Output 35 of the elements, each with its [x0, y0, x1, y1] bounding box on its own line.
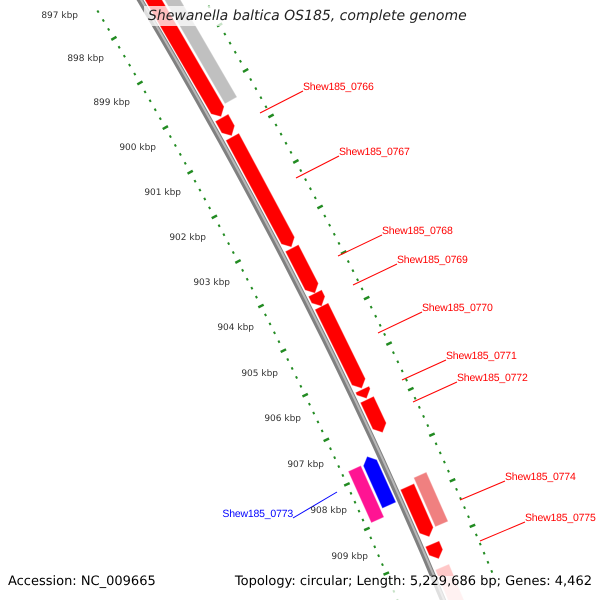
position-label: 904 kbp: [217, 323, 254, 334]
position-label: 905 kbp: [241, 369, 278, 380]
position-label: 902 kbp: [169, 233, 206, 244]
leader-line: [412, 382, 458, 402]
position-label: 901 kbp: [144, 188, 181, 199]
leader-line: [378, 312, 422, 334]
gene-label: Shew185_0772: [457, 371, 528, 385]
position-label: 900 kbp: [119, 143, 156, 154]
leader-line: [260, 90, 304, 114]
gene-label: Shew185_0773: [222, 507, 293, 521]
leader-line: [292, 492, 338, 518]
gene-label: Shew185_0770: [422, 301, 493, 315]
accession-text: Accession: NC_009665: [8, 573, 156, 591]
leader-line: [402, 360, 446, 380]
leader-line: [480, 522, 526, 542]
position-label: 909 kbp: [331, 552, 368, 563]
gene-label: Shew185_0774: [505, 470, 576, 484]
gene-label: Shew185_0769: [397, 253, 468, 267]
gene-label: Shew185_0768: [382, 224, 453, 238]
position-label: 908 kbp: [310, 506, 347, 517]
gene-label: Shew185_0771: [446, 349, 517, 363]
leader-line: [460, 480, 506, 500]
gene-label: Shew185_0775: [525, 511, 596, 525]
position-label: 906 kbp: [264, 414, 301, 425]
genome-info-text: Topology: circular; Length: 5,229,686 bp; Genes: 4,462: [234, 573, 592, 591]
position-label: 897 kbp: [41, 11, 78, 22]
leader-line: [352, 264, 398, 286]
leader-line: [338, 234, 382, 256]
gene-label: Shew185_0767: [339, 145, 410, 159]
position-label: 907 kbp: [287, 460, 324, 471]
position-label: 898 kbp: [67, 54, 104, 65]
gene-label: Shew185_0766: [303, 80, 374, 94]
position-label: 903 kbp: [193, 278, 230, 289]
position-label: 899 kbp: [93, 98, 130, 109]
leader-line: [296, 156, 340, 178]
